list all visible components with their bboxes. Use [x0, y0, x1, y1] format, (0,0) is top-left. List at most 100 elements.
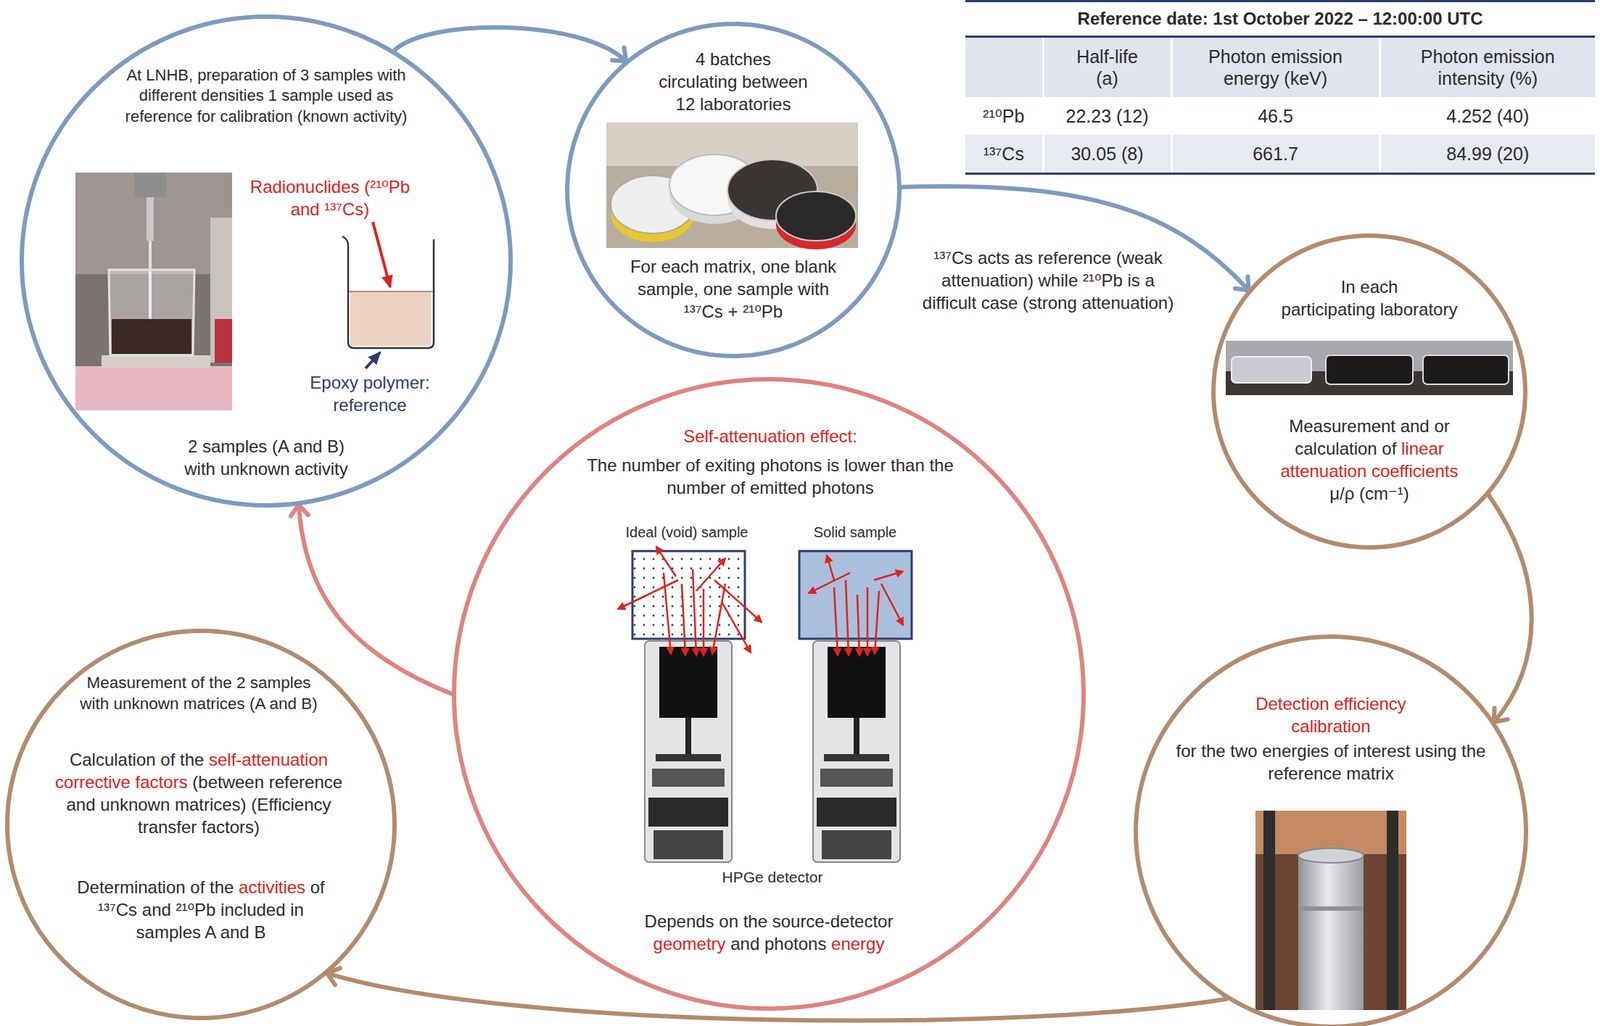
- flow-arrow: [1489, 495, 1532, 722]
- table-cell: Reference date: 1st October 2022 – 12:00…: [965, 1, 1595, 37]
- text-block: Epoxy polymer: reference: [293, 371, 447, 417]
- circle-outline: [1133, 634, 1529, 1026]
- process-circle: In each participating laboratoryMeasurem…: [1211, 233, 1528, 550]
- table-cell: 30.05 (8): [1042, 134, 1172, 175]
- circle-text: Calculation of the: [69, 749, 204, 770]
- stir-plate: [101, 355, 211, 369]
- photo-beaker: [108, 269, 195, 356]
- table-text: Photon emission energy (keV): [1193, 45, 1358, 90]
- detector-tube: [644, 641, 732, 863]
- detector-part: [816, 797, 897, 827]
- table-text: 22.23 (12): [1066, 105, 1149, 127]
- detector-rod: [853, 718, 860, 755]
- circle-text: The number of exiting photons is lower t…: [586, 455, 954, 498]
- photon-arrow: [826, 555, 835, 581]
- circle-text: Solid sample: [813, 524, 898, 541]
- detector-part: [652, 768, 725, 787]
- photo-liquid: [111, 319, 192, 354]
- table-cell: 46.5: [1171, 97, 1380, 135]
- mixer-chuck: [146, 197, 154, 241]
- circle-text: Determination of the: [76, 877, 234, 898]
- photon-arrow: [808, 572, 851, 594]
- process-circle: Detection efficiency calibrationfor the …: [1133, 634, 1529, 1026]
- table-body: Reference date: 1st October 2022 – 12:00…: [965, 1, 1595, 175]
- photo-cloth: [75, 366, 233, 411]
- detector-right: [813, 641, 901, 863]
- detector-plate: [655, 754, 721, 762]
- table-row: Reference date: 1st October 2022 – 12:00…: [965, 1, 1595, 37]
- solid-sample: [799, 551, 912, 639]
- circle-text: 4 batches circulating between 12 laborat…: [658, 49, 808, 114]
- circle-border: [7, 631, 395, 1019]
- detector-tube: [813, 641, 901, 863]
- text-block: For each matrix, one blank sample, one s…: [628, 255, 839, 323]
- process-circle: 4 batches circulating between 12 laborat…: [565, 21, 902, 359]
- table-cell: Photon emission intensity (%): [1379, 36, 1595, 98]
- table-text: Reference date: 1st October 2022 – 12:00…: [1077, 8, 1484, 29]
- detector-crystal: [827, 646, 886, 719]
- detector-part: [653, 830, 724, 860]
- photon-arrow: [656, 546, 676, 577]
- detector-part: [820, 768, 893, 787]
- circle-text: Depends on the source-detector: [644, 911, 894, 932]
- highlight-text: Detection efficiency calibration: [1255, 694, 1407, 737]
- detector-rod: [685, 718, 692, 755]
- text-block: for the two energies of interest using t…: [1171, 739, 1491, 785]
- table-cell: ²¹⁰Pb: [965, 97, 1043, 135]
- process-circle: Measurement of the 2 samples with unknow…: [5, 628, 397, 1021]
- photon-arrows: [617, 546, 903, 656]
- text-block: 2 samples (A and B) with unknown activit…: [128, 435, 404, 481]
- text-block: Depends on the source-detector geometry …: [609, 910, 929, 956]
- text-block: 4 batches circulating between 12 laborat…: [642, 47, 824, 116]
- text-block: Determination of the activities of ¹³⁷Cs…: [73, 876, 328, 944]
- highlight-text: Epoxy polymer: reference: [309, 372, 430, 415]
- photo-wall: [75, 172, 233, 275]
- sample-dish: [1325, 355, 1413, 385]
- beaker-content: [350, 291, 431, 346]
- highlight-text: Radionuclides (²¹⁰Pb and ¹³⁷Cs): [250, 176, 410, 220]
- photo-background: [1225, 340, 1513, 396]
- table-cell: [965, 36, 1043, 98]
- photon-arrow: [857, 594, 860, 656]
- text-block: In each participating laboratory: [1264, 275, 1475, 321]
- table-row: ¹³⁷Cs 30.05 (8) 661.7 84.99 (20): [965, 134, 1595, 175]
- circle-text: In each participating laboratory: [1281, 277, 1458, 320]
- detector-band: [1298, 906, 1364, 911]
- text-block: Solid sample: [782, 523, 928, 542]
- detector-cap: [1298, 848, 1364, 864]
- circle-text: At LNHB, preparation of 3 samples with d…: [125, 66, 408, 126]
- circle-text: and photons: [730, 934, 827, 954]
- table-cell: 84.99 (20): [1379, 134, 1595, 175]
- beaker-level: [348, 290, 434, 293]
- detector-part: [821, 830, 892, 860]
- circle-text: for the two energies of interest using t…: [1176, 741, 1487, 784]
- circle-text: HPGe detector: [722, 868, 824, 886]
- highlight-text: Self-attenuation effect:: [683, 426, 858, 447]
- photo-background: [75, 172, 233, 411]
- photon-arrow: [866, 587, 869, 656]
- flow-arrow: [327, 974, 1227, 1022]
- photon-arrow: [834, 587, 838, 656]
- table-text: 661.7: [1252, 143, 1299, 164]
- text-block: At LNHB, preparation of 3 samples with d…: [106, 65, 426, 127]
- photo-bottle-red: [214, 319, 233, 363]
- table-row: ²¹⁰Pb 22.23 (12) 46.54.252 (40): [965, 97, 1595, 135]
- text-block: Ideal (void) sample: [603, 523, 771, 542]
- photon-arrow: [873, 571, 903, 581]
- table-text: ¹³⁷Cs: [983, 143, 1025, 164]
- sample-dish: [1423, 355, 1509, 385]
- table-text: Photon emission intensity (%): [1401, 45, 1574, 90]
- photon-arrow: [663, 572, 671, 655]
- process-circle: At LNHB, preparation of 3 samples with d…: [19, 14, 513, 508]
- mixer-motor: [134, 172, 167, 198]
- circle-border: [1213, 235, 1526, 548]
- table-cell: Half-life (a): [1042, 36, 1172, 98]
- circle-border: [21, 16, 511, 506]
- photo-rod: [1386, 810, 1399, 1011]
- flow-arrow: [394, 27, 626, 61]
- circle-border: [1135, 636, 1527, 1026]
- table-cell: 4.252 (40): [1379, 97, 1595, 135]
- edge-label-block: ¹³⁷Cs acts as reference (weak attenuatio…: [902, 246, 1194, 315]
- circle-border: [454, 379, 1084, 1009]
- photo-background: [1255, 810, 1407, 1011]
